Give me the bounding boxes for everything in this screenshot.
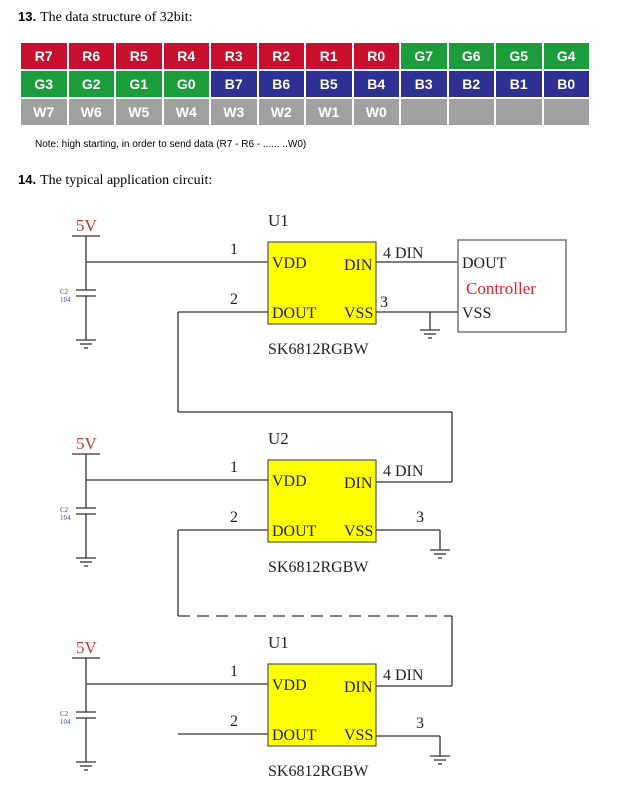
pin-dout-label: DOUT (272, 727, 317, 744)
controller-label: Controller (466, 279, 536, 298)
bit-cell (446, 97, 496, 127)
bit-cell (541, 97, 591, 127)
chip-part-label: SK6812RGBW (268, 341, 369, 358)
bit-cell: B4 (351, 69, 401, 99)
bit-cell: W4 (161, 97, 211, 127)
pin-number-1: 1 (230, 663, 238, 680)
bit-cell: G0 (161, 69, 211, 99)
bit-cell: G7 (399, 41, 449, 71)
bit-cell: R2 (256, 41, 306, 71)
bit-cell: B6 (256, 69, 306, 99)
pin-number-2: 2 (230, 509, 238, 526)
pin-vss-label: VSS (344, 727, 373, 744)
pin-number-3: 3 (380, 294, 388, 311)
bit-cell: B7 (209, 69, 259, 99)
capacitor-value: 104 (60, 296, 71, 304)
pin-dout-label: DOUT (272, 523, 317, 540)
bit-cell: R7 (19, 41, 69, 71)
controller-box (457, 239, 567, 333)
pin-din-label: DIN (344, 257, 373, 274)
pin-vss-label: VSS (344, 523, 373, 540)
capacitor-label: C2 (60, 506, 69, 514)
bit-cell: R1 (304, 41, 354, 71)
note-text: Note: high starting, in order to send da… (35, 139, 307, 150)
bit-cell: R3 (209, 41, 259, 71)
bit-cell (494, 97, 544, 127)
bit-cell: G1 (114, 69, 164, 99)
bit-cell: B5 (304, 69, 354, 99)
pin-din-number: 4 DIN (383, 463, 424, 480)
controller-dout-label: DOUT (462, 255, 507, 272)
supply-5v-label: 5V (76, 434, 98, 453)
bit-cell (399, 97, 449, 127)
pin-number-3: 3 (416, 715, 424, 732)
section-14-number: 14. (18, 172, 37, 187)
pin-number-3: 3 (416, 509, 424, 526)
chip-ref-label: U2 (268, 429, 289, 448)
bit-cell: W7 (19, 97, 69, 127)
pin-number-1: 1 (230, 459, 238, 476)
chip-part-label: SK6812RGBW (268, 763, 369, 780)
pin-vdd-label: VDD (272, 473, 307, 490)
section-14-heading: 14.The typical application circuit: (18, 172, 212, 189)
section-13-number: 13. (18, 9, 37, 24)
bit-cell: W6 (66, 97, 116, 127)
capacitor-label: C2 (60, 288, 69, 296)
supply-5v-label: 5V (76, 638, 98, 657)
chip-body (267, 663, 377, 747)
bit-cell: W0 (351, 97, 401, 127)
pin-number-1: 1 (230, 241, 238, 258)
bit-cell: G4 (541, 41, 591, 71)
controller-vss-label: VSS (462, 305, 491, 322)
capacitor-value: 104 (60, 718, 71, 726)
pin-din-number: 4 DIN (383, 245, 424, 262)
bit-cell: G2 (66, 69, 116, 99)
bit-cell: R0 (351, 41, 401, 71)
bit-cell: B3 (399, 69, 449, 99)
chip-ref-label: U1 (268, 211, 289, 230)
bit-cell: R5 (114, 41, 164, 71)
pin-number-2: 2 (230, 713, 238, 730)
pin-din-label: DIN (344, 679, 373, 696)
capacitor-label: C2 (60, 710, 69, 718)
pin-vdd-label: VDD (272, 255, 307, 272)
bit-cell: G3 (19, 69, 69, 99)
section-13-title: The data structure of 32bit: (40, 10, 193, 25)
pin-dout-label: DOUT (272, 305, 317, 322)
bit-cell: W2 (256, 97, 306, 127)
bit-cell: B2 (446, 69, 496, 99)
section-13-heading: 13.The data structure of 32bit: (18, 9, 192, 26)
pin-vdd-label: VDD (272, 677, 307, 694)
bit-cell: W1 (304, 97, 354, 127)
pin-din-number: 4 DIN (383, 667, 424, 684)
bit-cell: B1 (494, 69, 544, 99)
capacitor-value: 104 (60, 514, 71, 522)
bit-cell: R4 (161, 41, 211, 71)
chip-part-label: SK6812RGBW (268, 559, 369, 576)
bit-cell: G5 (494, 41, 544, 71)
bit-cell: B0 (541, 69, 591, 99)
pin-number-2: 2 (230, 291, 238, 308)
bit-cell: R6 (66, 41, 116, 71)
supply-5v-label: 5V (76, 216, 98, 235)
chip-ref-label: U1 (268, 633, 289, 652)
bit-cell: W5 (114, 97, 164, 127)
pin-din-label: DIN (344, 475, 373, 492)
pin-vss-label: VSS (344, 305, 373, 322)
chip-body (267, 241, 377, 325)
bit-cell: W3 (209, 97, 259, 127)
section-14-title: The typical application circuit: (40, 173, 213, 188)
chip-body (267, 459, 377, 543)
bit-cell: G6 (446, 41, 496, 71)
